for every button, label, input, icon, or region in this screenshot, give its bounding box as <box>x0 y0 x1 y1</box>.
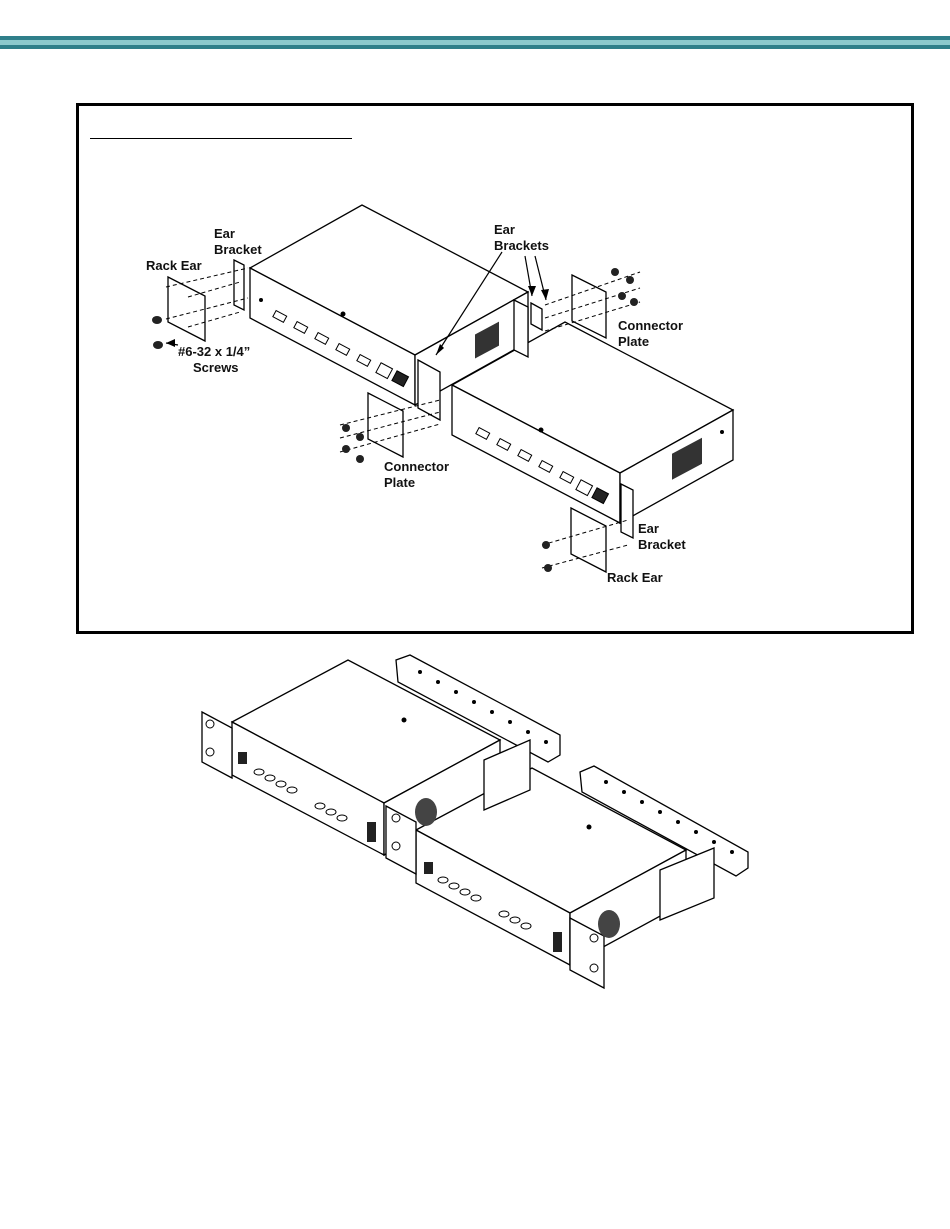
figure-bottom-diagram <box>0 0 950 1229</box>
